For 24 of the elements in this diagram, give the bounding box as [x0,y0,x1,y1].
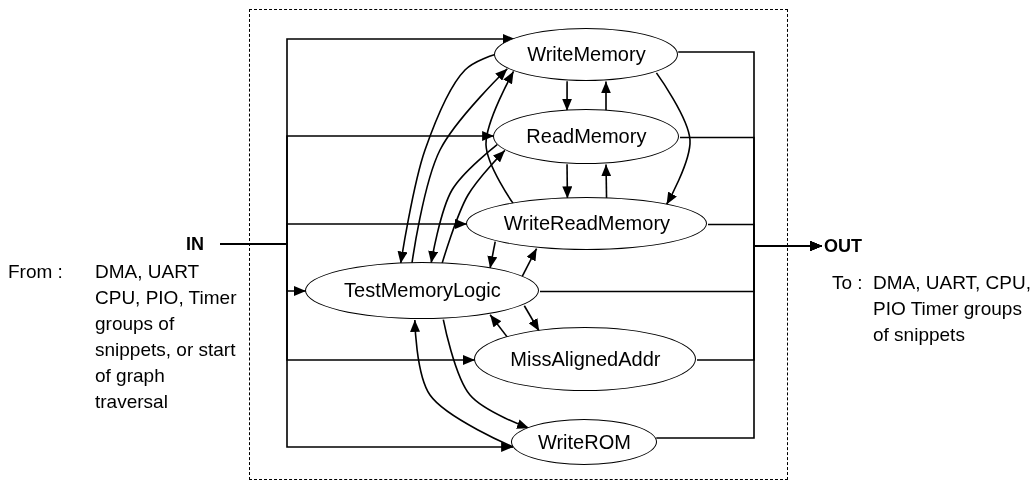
node-label: WriteMemory [527,43,646,67]
node-label: WriteROM [537,430,631,454]
arrow [655,241,823,439]
arrow [411,67,509,264]
source-list-text: DMA, UART, CPU, PIO Timer groups of snippets [873,271,1032,347]
node-label: WriteReadMemory [503,212,671,236]
arrow [219,243,514,452]
arrow [442,318,530,430]
arrow [489,314,509,339]
arrow [487,240,498,269]
node-label: MissAlignedAddr [510,347,661,371]
source-list-text: DMA, UART CPU, PIO, Timer groups of snippets, or start of graph traversal [95,260,237,414]
direction-label: To : [832,271,864,295]
arrow [523,304,540,332]
direction-label: From : [8,260,64,284]
node-label: ReadMemory [526,125,647,149]
arrow [485,70,515,205]
port-label: OUT [824,236,868,256]
arrow [410,319,514,448]
arrow [655,72,691,206]
node-label: TestMemoryLogic [344,279,501,303]
arrow [428,143,498,264]
port-label: IN [186,234,218,254]
boundary-box [249,9,788,480]
